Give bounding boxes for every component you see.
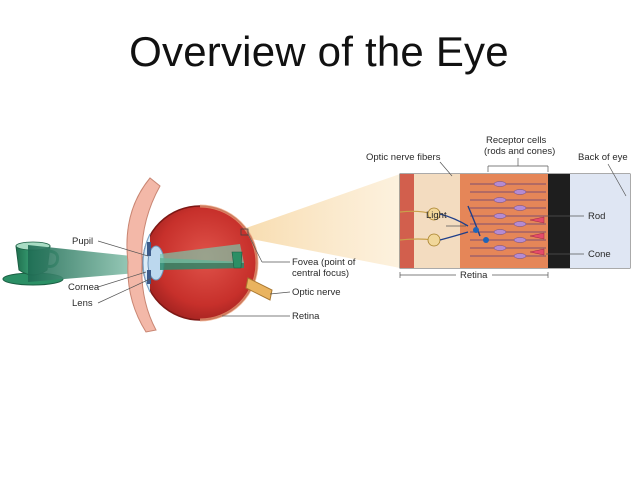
label-cornea: Cornea (68, 282, 100, 293)
label-fovea-line1: Fovea (point of (292, 257, 356, 268)
leader-lines (97, 158, 627, 317)
label-receptor-line2: (rods and cones) (484, 146, 555, 157)
slide-title: Overview of the Eye (129, 28, 509, 75)
receptor-cells (470, 183, 546, 257)
label-light: Light (426, 210, 447, 221)
eyelid (126, 177, 161, 333)
label-retina-eye: Retina (292, 311, 320, 322)
label-receptor-line1: Receptor cells (486, 135, 546, 146)
eyeball (142, 204, 273, 322)
label-rod: Rod (588, 211, 605, 222)
light-rays (28, 245, 150, 282)
label-back-of-eye: Back of eye (578, 152, 628, 163)
label-cone: Cone (588, 249, 611, 260)
magnification-beam (246, 174, 400, 268)
retina-detail-panel (399, 173, 631, 269)
label-fovea-line2: central focus) (292, 268, 349, 279)
label-optic-nerve: Optic nerve (292, 287, 341, 298)
label-optic-nerve-fibers: Optic nerve fibers (366, 152, 441, 163)
label-lens: Lens (72, 298, 93, 309)
label-pupil: Pupil (72, 236, 93, 247)
label-retina-detail: Retina (460, 270, 488, 281)
